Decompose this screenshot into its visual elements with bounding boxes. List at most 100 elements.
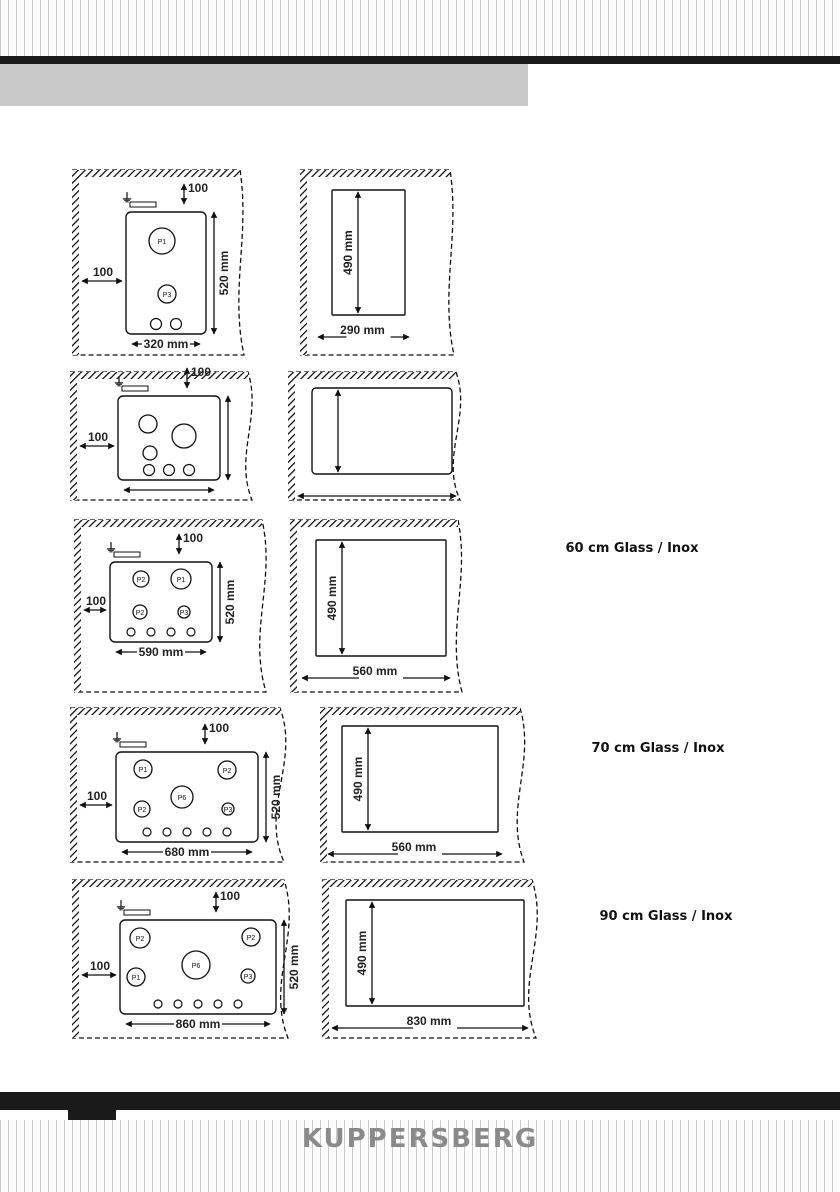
cutout-panel-hatch-left (322, 880, 329, 1038)
control-knob (171, 319, 182, 330)
burner-label: P1 (158, 239, 167, 246)
burner-label: P6 (178, 795, 187, 802)
hob-width-label: 860 mm (176, 1017, 221, 1031)
burner-label: P1 (132, 975, 141, 982)
wall-panel-hatch-left (72, 170, 79, 355)
clearance-top-label: 100 (220, 889, 240, 903)
wall-panel-hatch-left (74, 520, 81, 692)
cutout-panel-hatch-top (322, 880, 532, 887)
hob-width-label: 320 mm (144, 337, 189, 351)
installation-row: ⏚ 100 100 (70, 365, 461, 500)
cutout-width-label: 560 mm (392, 840, 437, 854)
control-knob (127, 628, 135, 636)
cutout-panel-hatch-top (290, 520, 458, 527)
cutout-panel-hatch-top (288, 372, 456, 379)
brand-logo: KUPPERSBERG (0, 1124, 840, 1154)
control-knob (214, 1000, 222, 1008)
burner-label: P2 (223, 768, 232, 775)
clearance-side-label: 100 (90, 959, 110, 973)
installation-row: ⏚100100520 mm860 mmP2P2P6P1P3490 mm830 m… (72, 880, 733, 1038)
cutout-width-label: 290 mm (340, 323, 385, 337)
footer-tab (68, 1110, 116, 1120)
burner-circle (143, 446, 157, 460)
cutout-depth-label: 490 mm (325, 576, 339, 621)
installation-row: ⏚100100520 mm680 mmP1P2P6P2P3490 mm560 m… (70, 708, 725, 862)
control-knob (164, 465, 175, 476)
control-knob (143, 828, 151, 836)
gas-connection-icon: ⏚ (113, 375, 125, 389)
clearance-side-label: 100 (87, 789, 107, 803)
clearance-side-label: 100 (86, 594, 106, 608)
burner-label: P3 (163, 292, 172, 299)
hob-depth-label: 520 mm (223, 580, 237, 625)
gas-pipe (114, 552, 140, 557)
gas-pipe (122, 386, 148, 391)
burner-label: P1 (139, 767, 148, 774)
control-knob (223, 828, 231, 836)
control-knob (144, 465, 155, 476)
wall-panel-hatch-top (72, 880, 284, 887)
control-knob (167, 628, 175, 636)
burner-circle (172, 424, 196, 448)
wall-panel-hatch-top (70, 372, 248, 379)
burner-label: P6 (192, 963, 201, 970)
burner-label: P1 (177, 577, 186, 584)
gas-connection-icon: ⏚ (115, 899, 127, 913)
burner-label: P3 (180, 610, 189, 617)
wall-panel-hatch-left (70, 708, 77, 862)
cutout-panel-hatch-left (320, 708, 327, 862)
model-caption: 70 cm Glass / Inox (592, 741, 726, 756)
hob-depth-label: 520 mm (269, 775, 283, 820)
wall-panel-hatch-top (74, 520, 262, 527)
cutout-outline (346, 900, 524, 1006)
clearance-side-label: 100 (88, 430, 108, 444)
burner-label: P2 (138, 807, 147, 814)
burner-label: P3 (244, 974, 253, 981)
control-knob (151, 319, 162, 330)
hob-width-label: 590 mm (139, 645, 184, 659)
control-knob (187, 628, 195, 636)
wall-panel-hatch-left (72, 880, 79, 1038)
gas-pipe (124, 910, 150, 915)
burner-label: P2 (137, 577, 146, 584)
cutout-panel-hatch-top (320, 708, 520, 715)
control-knob (203, 828, 211, 836)
cutout-panel-hatch-left (288, 372, 295, 500)
control-knob (183, 828, 191, 836)
hob-depth-label: 520 mm (217, 251, 231, 296)
cutout-depth-label: 490 mm (351, 757, 365, 802)
installation-row: ⏚100100520 mm590 mmP2P1P2P3490 mm560 mm6… (74, 520, 699, 692)
burner-circle (139, 415, 157, 433)
clearance-top-label: 100 (188, 181, 208, 195)
cutout-width-label: 830 mm (407, 1014, 452, 1028)
gas-connection-icon: ⏚ (121, 191, 133, 205)
wall-panel-hatch-top (70, 708, 280, 715)
gas-connection-icon: ⏚ (111, 731, 123, 745)
control-knob (234, 1000, 242, 1008)
control-knob (163, 828, 171, 836)
control-knob (184, 465, 195, 476)
control-knob (194, 1000, 202, 1008)
burner-label: P2 (136, 610, 145, 617)
cutout-panel-hatch-top (300, 170, 450, 177)
gas-connection-icon: ⏚ (105, 541, 117, 555)
hob-width-label: 680 mm (165, 845, 210, 859)
clearance-side-label: 100 (93, 265, 113, 279)
gas-pipe (130, 202, 156, 207)
burner-label: P3 (224, 807, 233, 814)
control-knob (174, 1000, 182, 1008)
cutout-outline (342, 726, 498, 832)
burner-label: P2 (247, 935, 256, 942)
control-knob (154, 1000, 162, 1008)
clearance-top-label: 100 (183, 531, 203, 545)
clearance-top-label: 100 (191, 365, 211, 379)
control-knob (147, 628, 155, 636)
hob-outline (110, 562, 212, 642)
cutout-width-label: 560 mm (353, 664, 398, 678)
hob-depth-label: 520 mm (287, 945, 301, 990)
model-caption: 90 cm Glass / Inox (600, 909, 734, 924)
cutout-panel-hatch-left (300, 170, 307, 355)
cutout-panel-hatch-left (290, 520, 297, 692)
burner-label: P2 (136, 936, 145, 943)
